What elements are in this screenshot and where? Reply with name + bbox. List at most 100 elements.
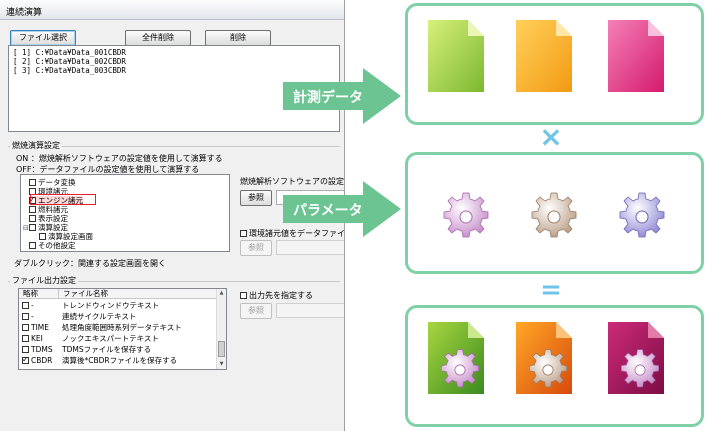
list-item[interactable]: [ 3] C:¥Data¥Data_003CBDR: [13, 66, 126, 75]
browse-button-disabled[interactable]: 参照: [240, 240, 272, 256]
tree-item-fuel[interactable]: 燃料諸元: [29, 205, 68, 214]
double-click-note: ダブルクリック：関連する設定画面を開く: [14, 259, 166, 268]
table-row[interactable]: CBDR 演算後*CBDRファイルを保存する: [19, 355, 217, 366]
checkbox[interactable]: [29, 242, 36, 249]
checkbox-checked[interactable]: [22, 355, 29, 364]
tan-gear-icon: [528, 349, 568, 388]
row-name: 演算後*CBDRファイルを保存する: [62, 356, 178, 365]
collapse-icon[interactable]: ⊟: [23, 224, 29, 232]
table-row[interactable]: KEI ノックエキスパートテキスト: [19, 334, 217, 344]
window-title: 連続演算: [6, 8, 43, 18]
combustion-settings-group-label: 燃焼演算設定: [10, 140, 62, 151]
column-header-name[interactable]: ファイル名称: [63, 289, 108, 298]
row-name: 処理角度範囲時系列データテキスト: [62, 323, 182, 332]
times-symbol: ×: [539, 120, 563, 153]
magenta-document-icon: [608, 20, 664, 92]
orange-document-icon: [516, 20, 572, 92]
on-note: ON ：燃焼解析ソフトウェアの設定値を使用して演算する: [16, 154, 223, 163]
table-row[interactable]: TDMS TDMSファイルを保存する: [19, 345, 217, 355]
row-abbr: KEI: [31, 334, 43, 343]
env-checkbox-row[interactable]: 環境諸元値をデータファイル名: [240, 228, 345, 239]
delete-all-button[interactable]: 全件削除: [125, 30, 191, 46]
checkbox[interactable]: [22, 302, 29, 309]
list-item[interactable]: [ 2] C:¥Data¥Data_002CBDR: [13, 57, 126, 66]
output-path-field[interactable]: [276, 303, 344, 318]
tree-item-label: 燃料諸元: [38, 205, 68, 214]
table-row[interactable]: TIME 処理角度範囲時系列データテキスト: [19, 323, 217, 333]
orange-result-document-icon: [516, 322, 572, 394]
row-name: TDMSファイルを保存する: [62, 345, 152, 354]
lavender-gear-icon: [620, 349, 660, 388]
off-note: OFF：データファイルの設定値を使用して演算する: [16, 165, 200, 174]
group-divider: [8, 281, 340, 282]
env-checkbox-label: 環境諸元値をデータファイル名: [249, 229, 345, 238]
title-bar: 連続演算: [0, 0, 344, 20]
table-row[interactable]: - トレンドウィンドウテキスト: [19, 301, 217, 311]
scroll-down-icon[interactable]: ▼: [219, 361, 224, 367]
browse-button-disabled[interactable]: 参照: [240, 303, 272, 319]
checkbox[interactable]: [29, 179, 36, 186]
browse-button[interactable]: 参照: [240, 190, 272, 206]
tree-item-label: その他設定: [38, 241, 76, 250]
row-abbr: -: [31, 301, 34, 310]
tree-item-display[interactable]: 表示設定: [29, 214, 68, 223]
tree-item-label: 環境諸元: [38, 187, 68, 196]
row-abbr: TIME: [31, 323, 50, 332]
checkbox[interactable]: [240, 292, 247, 299]
tree-item-label: エンジン諸元: [38, 196, 83, 205]
scroll-thumb[interactable]: [218, 341, 225, 357]
checkbox[interactable]: [22, 313, 29, 320]
result-panel: [405, 305, 704, 427]
tan-gear-icon: [531, 192, 577, 238]
checkbox[interactable]: [29, 215, 36, 222]
column-header-abbr[interactable]: 略称: [19, 289, 59, 299]
tree-item-other[interactable]: その他設定: [29, 241, 76, 250]
env-path-field[interactable]: [276, 240, 344, 255]
checkbox[interactable]: [29, 224, 36, 231]
checkbox[interactable]: [22, 346, 29, 353]
file-output-table[interactable]: 略称 ファイル名称 - トレンドウィンドウテキスト - 連続サイクルテキスト TIM…: [18, 288, 227, 370]
vertical-scrollbar[interactable]: ▲ ▼: [216, 289, 226, 369]
tree-item-label: 演算設定: [38, 223, 68, 232]
tree-item-calc-screen[interactable]: 演算設定画面: [39, 232, 93, 241]
file-select-button[interactable]: ファイル選択: [10, 30, 76, 46]
row-name: ノックエキスパートテキスト: [62, 334, 159, 343]
checkbox[interactable]: [22, 335, 29, 342]
software-settings-label: 燃焼解析ソフトウェアの設定値を: [240, 177, 344, 186]
scroll-up-icon[interactable]: ▲: [219, 290, 224, 296]
settings-tree[interactable]: データ変換 環境諸元 エンジン諸元 燃料諸元 表示設定 ⊟ 演算設定 演算設定画面…: [20, 174, 230, 252]
row-abbr: TDMS: [31, 345, 53, 354]
tree-item-data-conversion[interactable]: データ変換: [29, 178, 76, 187]
pink-gear-icon: [440, 349, 480, 388]
list-item[interactable]: [ 1] C:¥Data¥Data_001CBDR: [13, 48, 126, 57]
parameter-arrow: [283, 181, 401, 237]
tree-item-engine[interactable]: エンジン諸元: [29, 195, 83, 205]
tree-item-label: 演算設定画面: [48, 232, 93, 241]
row-abbr: CBDR: [31, 356, 53, 365]
table-row[interactable]: - 連続サイクルテキスト: [19, 312, 217, 322]
checkbox[interactable]: [22, 324, 29, 331]
parameter-label: パラメータ: [293, 203, 363, 219]
group-divider: [8, 146, 340, 147]
file-output-group-label: ファイル出力設定: [10, 275, 78, 286]
green-document-icon: [428, 20, 484, 92]
engine-highlight-box: [30, 194, 96, 205]
checkbox[interactable]: [39, 233, 46, 240]
parameter-panel: [405, 152, 704, 274]
equals-symbol: =: [540, 275, 562, 305]
pink-gear-icon: [443, 192, 489, 238]
row-name: トレンドウィンドウテキスト: [62, 301, 160, 310]
tree-item-label: 表示設定: [38, 214, 68, 223]
row-abbr: -: [31, 312, 34, 321]
output-dest-label: 出力先を指定する: [249, 291, 313, 300]
tree-item-calc-settings[interactable]: ⊟ 演算設定: [23, 223, 68, 232]
output-dest-row[interactable]: 出力先を指定する: [240, 290, 313, 301]
measurement-data-panel: [405, 3, 704, 125]
checkbox-checked[interactable]: [29, 195, 36, 204]
checkbox[interactable]: [240, 230, 247, 237]
delete-button[interactable]: 削除: [205, 30, 271, 46]
green-result-document-icon: [428, 322, 484, 394]
tree-item-label: データ変換: [38, 178, 76, 187]
row-name: 連続サイクルテキスト: [62, 312, 137, 321]
checkbox[interactable]: [29, 206, 36, 213]
